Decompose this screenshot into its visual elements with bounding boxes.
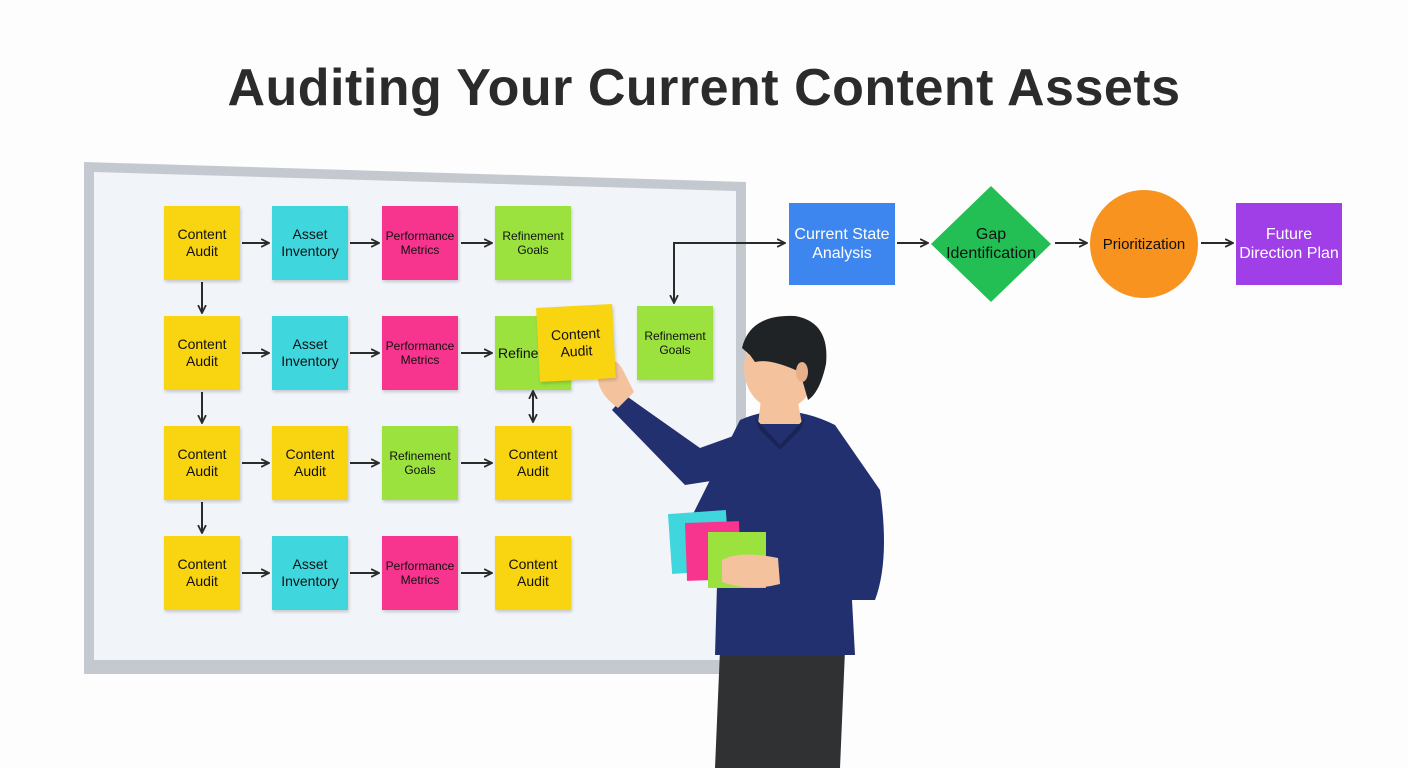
sticky-note-r2c1: Content Audit [164,316,240,390]
sticky-note-r3c3: Refinement Goals [382,426,458,500]
sticky-note-r1c4: Refinement Goals [495,206,571,280]
flow-future-direction: Future Direction Plan [1236,203,1342,285]
sticky-note-r1c3: Performance Metrics [382,206,458,280]
sticky-note-r2c2: Asset Inventory [272,316,348,390]
flow-prioritization: Prioritization [1090,190,1198,298]
person-illustration [598,315,884,768]
flow-current-state: Current State Analysis [789,203,895,285]
arrow-elbow [673,243,784,300]
sticky-note-r4c4: Content Audit [495,536,571,610]
sticky-note-r2c3: Performance Metrics [382,316,458,390]
sticky-note-r3c2: Content Audit [272,426,348,500]
sticky-note-r4c2: Asset Inventory [272,536,348,610]
sticky-note-r1c2: Asset Inventory [272,206,348,280]
diamond-shape [931,186,1051,302]
person-ear [796,362,808,382]
sticky-note-r4c3: Performance Metrics [382,536,458,610]
person-lower-arm [770,480,884,590]
whiteboard [84,162,746,674]
page-title: Auditing Your Current Content Assets [227,59,1181,117]
person-pants [715,650,845,768]
flow-gap-identification: Gap Identification [931,186,1051,302]
side-sticky-note: Refinement Goals [637,306,713,380]
person-holding-hand [722,554,780,588]
sticky-note-r3c1: Content Audit [164,426,240,500]
flow-gap-identification-label: Gap Identification [946,225,1036,262]
held-sticky-note[interactable]: Content Audit [536,304,616,382]
sticky-note-r4c1: Content Audit [164,536,240,610]
person-collar [755,418,805,450]
sticky-note-r3c4: Content Audit [495,426,571,500]
whiteboard-surface [94,172,736,660]
flow-future-direction-label: Future Direction Plan [1239,225,1339,262]
person-raised-arm [612,395,750,485]
flow-prioritization-label: Prioritization [1102,235,1186,253]
sticky-note-r1c1: Content Audit [164,206,240,280]
flow-current-state-label: Current State Analysis [794,225,890,262]
